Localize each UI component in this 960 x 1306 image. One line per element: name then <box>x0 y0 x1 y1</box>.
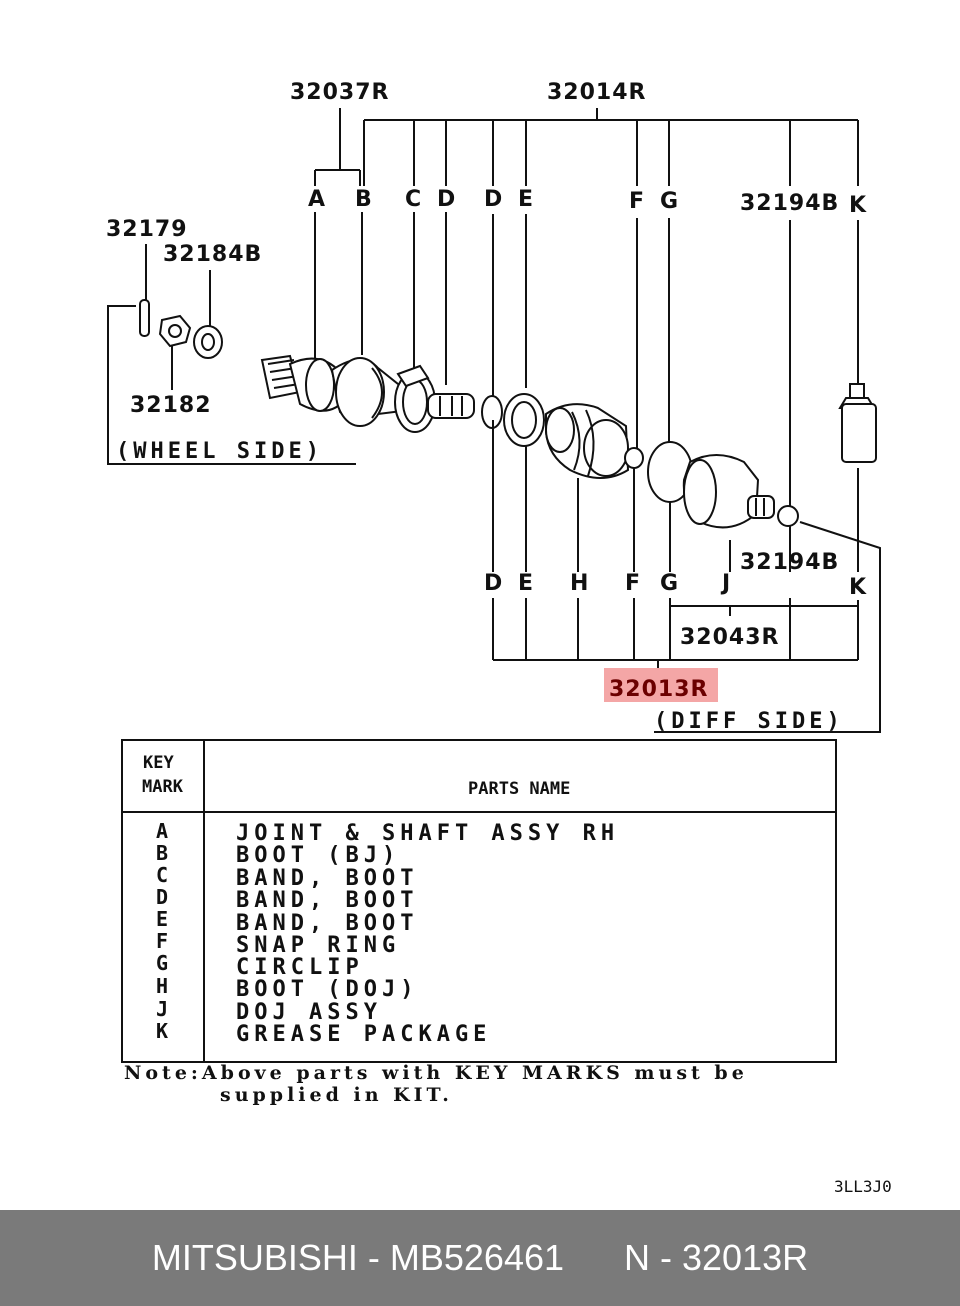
key-label-j-bottom: J <box>720 571 730 596</box>
key-label-d-bottom: D <box>484 571 502 596</box>
highlight-32013R <box>604 668 718 702</box>
key-label-g-top: G <box>660 189 678 214</box>
wheel-side-label: (WHEEL SIDE) <box>116 439 323 464</box>
table-row-key: J <box>156 997 168 1021</box>
callout-32043R: 32043R <box>680 625 779 650</box>
parts-table: KEY MARK PARTS NAME A JOINT & SHAFT ASSY… <box>121 739 837 1063</box>
callout-32194B-top: 32194B <box>740 191 839 216</box>
table-row-key: D <box>156 885 168 909</box>
key-label-a-top: A <box>308 187 325 212</box>
kit-note-line2: supplied in KIT. <box>220 1084 453 1106</box>
grease-package-icon <box>838 383 877 463</box>
callout-32182: 32182 <box>130 393 212 418</box>
cotter-pin-icon <box>139 299 150 337</box>
footer-bar: MITSUBISHI - MB526461 N - 32013R <box>0 1210 960 1306</box>
key-label-g-bottom: G <box>660 571 678 596</box>
footer-part-info: MITSUBISHI - MB526461 N - 32013R <box>151 1237 809 1278</box>
table-row-name: BAND, BOOT <box>236 888 418 913</box>
table-row-name: GREASE PACKAGE <box>236 1022 491 1047</box>
key-label-d2-top: D <box>484 187 502 212</box>
kit-note-line1: Note:Above parts with KEY MARKS must be <box>124 1062 748 1084</box>
table-row-name: BAND, BOOT <box>236 911 418 936</box>
callout-32037R: 32037R <box>290 80 389 105</box>
key-label-d1-top: D <box>437 187 455 212</box>
table-row-name: SNAP RING <box>236 933 400 958</box>
key-label-f-bottom: F <box>625 571 640 596</box>
table-row-key: H <box>156 974 168 998</box>
key-label-b-top: B <box>355 187 372 212</box>
key-label-e-top: E <box>518 187 533 212</box>
snap-ring-icon <box>624 447 644 469</box>
table-row-name: BOOT (BJ) <box>236 843 400 868</box>
table-row-name: BAND, BOOT <box>236 866 418 891</box>
table-row-name: JOINT & SHAFT ASSY RH <box>236 821 619 846</box>
table-row-name: CIRCLIP <box>236 955 364 980</box>
diagram-code: 3LL3J0 <box>834 1177 892 1196</box>
diff-side-label: (DIFF SIDE) <box>654 709 844 734</box>
table-row-key: B <box>156 841 168 865</box>
table-header-mark: MARK <box>142 777 184 797</box>
parts-diagram: 32037R 32014R A B C D D E F G 32194B K 3… <box>106 80 892 1196</box>
table-row-key: G <box>156 951 168 975</box>
key-label-k-top: K <box>849 193 867 218</box>
doj-assembly-icon <box>682 454 775 529</box>
table-row-key: E <box>156 907 168 931</box>
table-row-name: BOOT (DOJ) <box>236 977 418 1002</box>
callout-32184B: 32184B <box>163 242 262 267</box>
o-ring-icon <box>777 505 799 527</box>
table-row-key: C <box>156 863 168 887</box>
table-row-key: K <box>156 1019 168 1043</box>
key-label-c-top: C <box>405 187 421 212</box>
key-label-h-bottom: H <box>570 571 588 596</box>
callout-32014R: 32014R <box>547 80 646 105</box>
callout-32013R: 32013R <box>609 677 708 702</box>
callout-32179: 32179 <box>106 217 188 242</box>
table-row-name: DOJ ASSY <box>236 1000 382 1025</box>
table-row-key: A <box>156 819 168 843</box>
table-header-parts-name: PARTS NAME <box>468 779 570 799</box>
key-label-k-bottom: K <box>849 575 867 600</box>
table-header-key: KEY <box>143 753 174 773</box>
boot-doj-icon <box>545 403 630 479</box>
key-label-f-top: F <box>629 189 644 214</box>
key-label-e-bottom: E <box>518 571 533 596</box>
table-row-key: F <box>156 929 168 953</box>
